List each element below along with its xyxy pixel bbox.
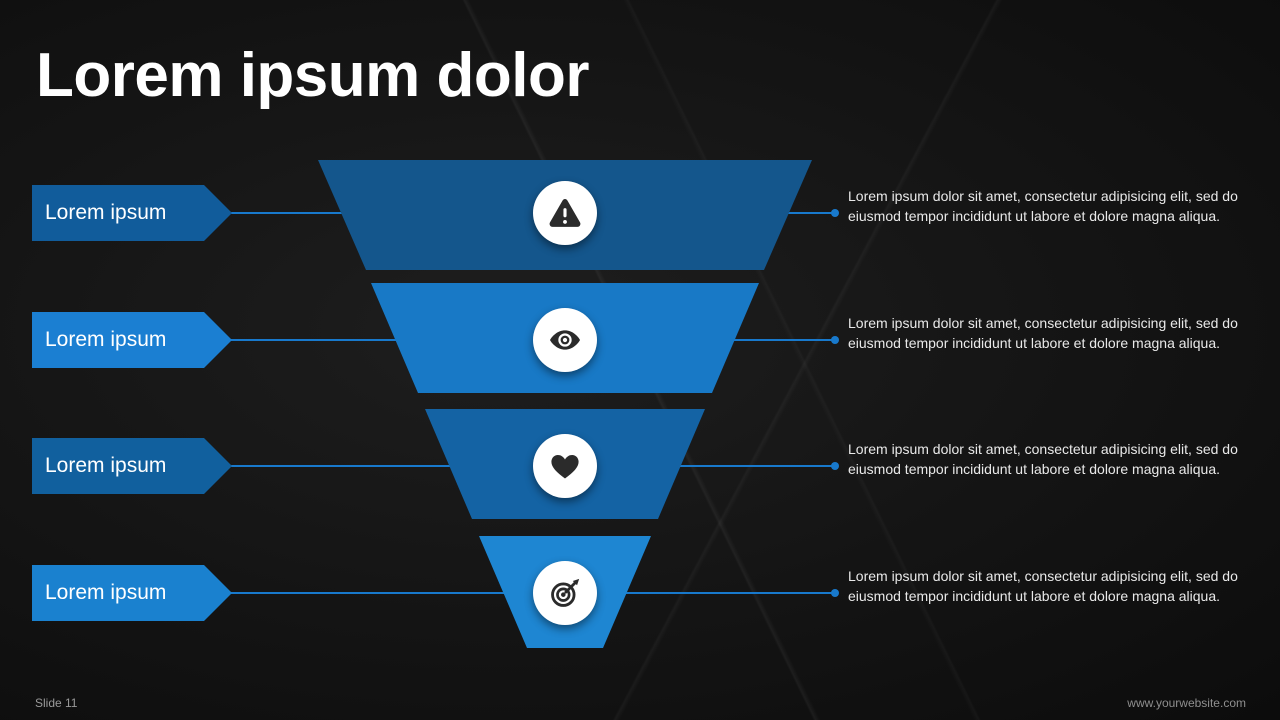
funnel-label-4: Lorem ipsum [32, 565, 232, 621]
funnel-description-4: Lorem ipsum dolor sit amet, consectetur … [848, 568, 1238, 604]
connector-dot [831, 462, 839, 470]
funnel-description-1: Lorem ipsum dolor sit amet, consectetur … [848, 188, 1238, 224]
icon-circle-4 [533, 561, 597, 625]
eye-icon [549, 330, 581, 350]
target-icon [551, 578, 580, 607]
website-url: www.yourwebsite.com [1127, 696, 1246, 710]
icon-circle-2 [533, 308, 597, 372]
connector-dot [831, 209, 839, 217]
funnel-label-3-text: Lorem ipsum [45, 454, 167, 477]
funnel-label-2-text: Lorem ipsum [45, 328, 167, 351]
icon-circle-3 [533, 434, 597, 498]
warning-icon [549, 199, 581, 227]
funnel-description-3: Lorem ipsum dolor sit amet, consectetur … [848, 441, 1238, 477]
funnel-label-1: Lorem ipsum [32, 185, 232, 241]
funnel-label-2: Lorem ipsum [32, 312, 232, 368]
slide-number: Slide 11 [35, 696, 78, 710]
connector-dot [831, 589, 839, 597]
slide-title: Lorem ipsum dolor [36, 41, 589, 110]
icon-circle-1 [533, 181, 597, 245]
funnel-label-1-text: Lorem ipsum [45, 201, 167, 224]
funnel-label-3: Lorem ipsum [32, 438, 232, 494]
funnel-label-4-text: Lorem ipsum [45, 581, 167, 604]
connector-dot [831, 336, 839, 344]
funnel-description-2: Lorem ipsum dolor sit amet, consectetur … [848, 315, 1238, 351]
heart-icon [551, 454, 579, 479]
